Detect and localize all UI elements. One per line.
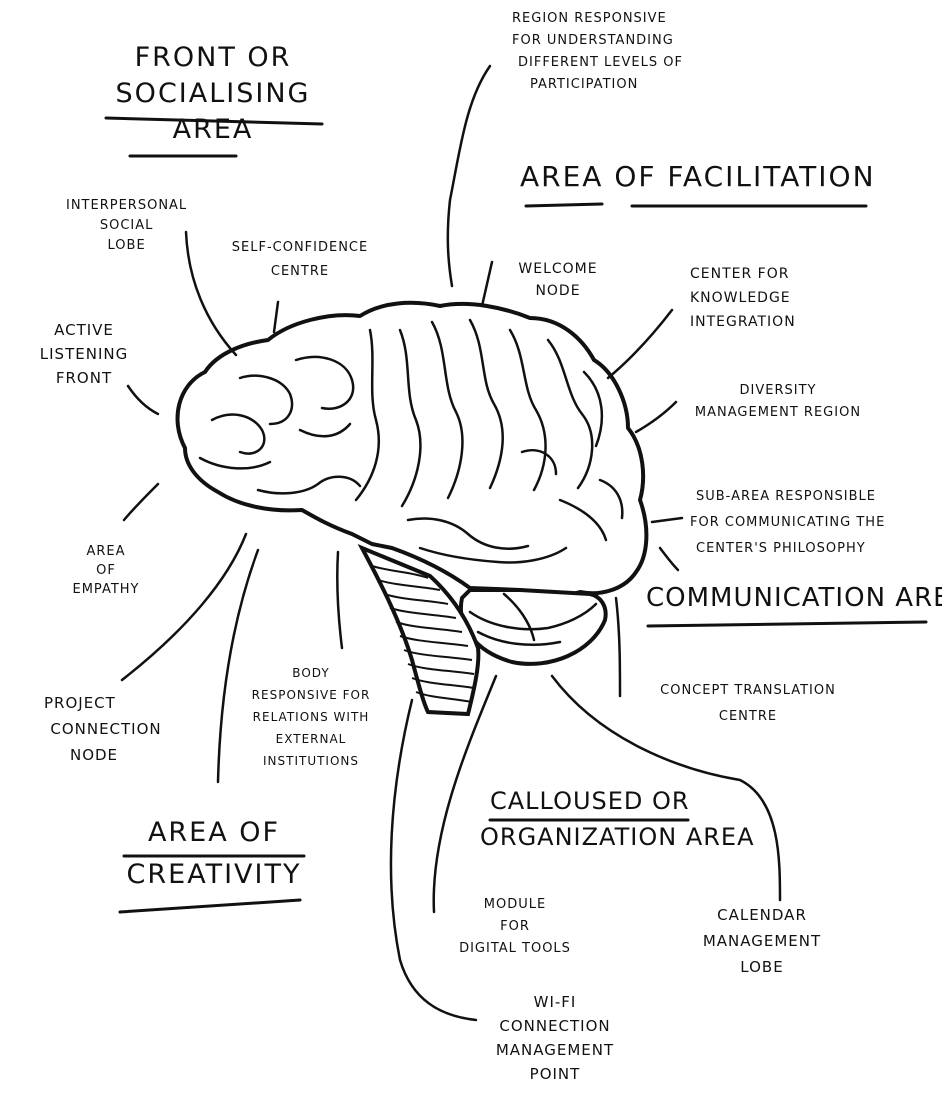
- label-line: LOBE: [66, 236, 187, 256]
- label-line: CENTRE: [212, 260, 388, 284]
- label-wifi-connection-management-point: WI-FI CONNECTION MANAGEMENT POINT: [470, 990, 640, 1086]
- label-sub-area-philosophy: SUB-AREA RESPONSIBLE FOR COMMUNICATING T…: [690, 484, 885, 562]
- leader-empathy: [124, 484, 158, 520]
- label-line: FRONT: [34, 366, 134, 390]
- label-region-participation: REGION RESPONSIVE FOR UNDERSTANDING DIFF…: [512, 8, 683, 96]
- label-line: FOR UNDERSTANDING: [512, 30, 683, 52]
- label-line: WI-FI: [470, 990, 640, 1014]
- label-line: RESPONSIVE FOR: [236, 684, 386, 706]
- label-center-for-knowledge-integration: CENTER FOR KNOWLEDGE INTEGRATION: [690, 262, 796, 334]
- label-line: EMPATHY: [56, 580, 156, 599]
- label-line: SUB-AREA RESPONSIBLE: [690, 484, 885, 510]
- label-line: DIFFERENT LEVELS OF: [512, 52, 683, 74]
- heading-calloused-line-1: CALLOUSED OR: [480, 783, 740, 819]
- heading-front-line-3: AREA: [108, 112, 318, 148]
- label-line: REGION RESPONSIVE: [512, 8, 683, 30]
- label-line: CONNECTION: [36, 716, 176, 742]
- label-line: INTEGRATION: [690, 310, 796, 334]
- brain-outline: [178, 303, 647, 598]
- leader-active-listening: [128, 386, 158, 414]
- label-line: NODE: [36, 742, 176, 768]
- label-self-confidence-centre: SELF-CONFIDENCE CENTRE: [212, 236, 388, 284]
- leader-philosophy: [652, 518, 682, 522]
- heading-area-of-facilitation: AREA OF FACILITATION: [520, 160, 872, 193]
- heading-communication-area: COMMUNICATION AREA: [646, 583, 928, 613]
- heading-front-line-1: FRONT OR: [108, 40, 318, 76]
- label-line: CONCEPT TRANSLATION: [640, 678, 856, 704]
- label-line: DIGITAL TOOLS: [440, 938, 590, 960]
- heading-area-of-creativity: AREA OF CREATIVITY: [124, 815, 304, 893]
- label-line: CENTER'S PHILOSOPHY: [690, 536, 885, 562]
- leader-wifi: [391, 700, 476, 1020]
- label-line: KNOWLEDGE: [690, 286, 796, 310]
- leader-self-confidence: [274, 302, 278, 332]
- label-line: FOR: [440, 916, 590, 938]
- label-line: DIVERSITY: [688, 380, 868, 402]
- label-area-of-empathy: AREA OF EMPATHY: [56, 542, 156, 599]
- label-line: NODE: [508, 280, 608, 302]
- heading-creativity-line-1: AREA OF: [124, 815, 304, 851]
- label-line: MANAGEMENT: [682, 928, 842, 954]
- leader-diversity: [636, 402, 676, 432]
- label-line: FOR COMMUNICATING THE: [690, 510, 885, 536]
- leader-welcome: [482, 262, 492, 306]
- label-line: OF: [56, 561, 156, 580]
- cerebellum-outline: [461, 590, 606, 664]
- heading-front-line-2: SOCIALISING: [108, 76, 318, 112]
- label-line: PROJECT: [36, 690, 176, 716]
- label-line: WELCOME: [508, 258, 608, 280]
- label-diversity-management-region: DIVERSITY MANAGEMENT REGION: [688, 380, 868, 424]
- label-line: MANAGEMENT REGION: [688, 402, 868, 424]
- label-line: SOCIAL: [66, 216, 187, 236]
- label-line: INTERPERSONAL: [66, 196, 187, 216]
- label-line: CENTER FOR: [690, 262, 796, 286]
- label-line: INSTITUTIONS: [236, 750, 386, 772]
- label-line: MODULE: [440, 894, 590, 916]
- leader-region-participation: [448, 66, 490, 286]
- heading-calloused-line-2: ORGANIZATION AREA: [480, 819, 740, 855]
- label-welcome-node: WELCOME NODE: [508, 258, 608, 302]
- label-body-relations-external-institutions: BODY RESPONSIVE FOR RELATIONS WITH EXTER…: [236, 662, 386, 772]
- label-line: POINT: [470, 1062, 640, 1086]
- label-line: ACTIVE: [34, 318, 134, 342]
- label-line: CENTRE: [640, 704, 856, 730]
- label-line: EXTERNAL: [236, 728, 386, 750]
- heading-calloused-organization-area: CALLOUSED OR ORGANIZATION AREA: [480, 783, 740, 855]
- label-line: CONNECTION: [470, 1014, 640, 1038]
- label-line: CALENDAR: [682, 902, 842, 928]
- label-module-digital-tools: MODULE FOR DIGITAL TOOLS: [440, 894, 590, 960]
- heading-front-socialising-area: FRONT OR SOCIALISING AREA: [108, 40, 318, 148]
- label-line: MANAGEMENT: [470, 1038, 640, 1062]
- label-line: BODY: [236, 662, 386, 684]
- leader-knowledge: [608, 310, 672, 378]
- label-concept-translation-centre: CONCEPT TRANSLATION CENTRE: [640, 678, 856, 730]
- label-line: RELATIONS WITH: [236, 706, 386, 728]
- heading-creativity-line-2: CREATIVITY: [124, 857, 304, 893]
- label-calendar-management-lobe: CALENDAR MANAGEMENT LOBE: [682, 902, 842, 980]
- label-line: LISTENING: [34, 342, 134, 366]
- label-project-connection-node: PROJECT CONNECTION NODE: [36, 690, 176, 768]
- leader-concept: [616, 598, 620, 696]
- leader-body: [337, 552, 342, 648]
- label-line: SELF-CONFIDENCE: [212, 236, 388, 260]
- label-active-listening-front: ACTIVE LISTENING FRONT: [34, 318, 134, 390]
- leader-communication: [660, 548, 678, 570]
- label-line: PARTICIPATION: [512, 74, 683, 96]
- label-line: AREA: [56, 542, 156, 561]
- label-line: LOBE: [682, 954, 842, 980]
- label-interpersonal-social-lobe: INTERPERSONAL SOCIAL LOBE: [66, 196, 187, 256]
